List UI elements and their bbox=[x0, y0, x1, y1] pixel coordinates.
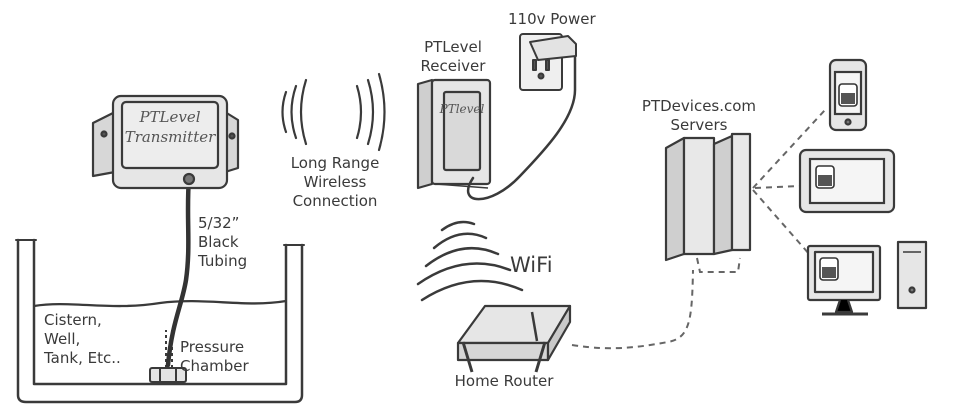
transmitter-label-1: PTLevel bbox=[138, 108, 200, 126]
wifi-label: WiFi bbox=[510, 253, 553, 277]
wireless-waves-icon bbox=[281, 72, 386, 152]
receiver-label-line1: PTLevel bbox=[424, 38, 482, 56]
wifi-waves-icon bbox=[416, 220, 524, 302]
pressure-chamber bbox=[149, 367, 187, 383]
home-router bbox=[456, 304, 572, 373]
ptlevel-receiver bbox=[416, 78, 492, 190]
water-level bbox=[33, 299, 287, 308]
internet-connection bbox=[571, 109, 826, 350]
wireless-label-line3: Connection bbox=[292, 192, 378, 210]
tank-label-line2: Well, bbox=[44, 330, 81, 348]
router-label: Home Router bbox=[454, 372, 554, 390]
transmitter-label-2: Transmitter bbox=[125, 128, 216, 146]
wireless-label-line2: Wireless bbox=[303, 173, 367, 191]
servers-label-line1: PTDevices.com bbox=[641, 97, 757, 115]
tubing-label: 5/32” Black Tubing bbox=[198, 214, 247, 271]
receiver-power-cable bbox=[466, 53, 577, 201]
tablet bbox=[798, 148, 896, 214]
phone-app-icon bbox=[838, 83, 858, 107]
ptlevel-transmitter bbox=[91, 94, 240, 190]
tubing-label-line2: Black bbox=[198, 233, 239, 251]
tubing-label-line1: 5/32” bbox=[198, 214, 240, 232]
servers-label-line2: Servers bbox=[670, 116, 728, 134]
chamber-label: Pressure Chamber bbox=[180, 338, 249, 376]
tank-label-line1: Cistern, bbox=[44, 311, 102, 329]
ptdevices-servers bbox=[664, 132, 752, 262]
wireless-label: Long Range Wireless Connection bbox=[280, 154, 390, 211]
chamber-label-line1: Pressure bbox=[180, 338, 245, 356]
power-outlet bbox=[519, 33, 577, 91]
tank bbox=[15, 238, 305, 404]
tank-label-line3: Tank, Etc.. bbox=[44, 349, 121, 367]
black-tubing bbox=[165, 175, 192, 368]
power-label: 110v Power bbox=[508, 10, 596, 28]
wireless-label-line1: Long Range bbox=[290, 154, 380, 172]
desktop-app-icon bbox=[819, 257, 839, 281]
receiver-label-line2: Receiver bbox=[420, 57, 486, 75]
receiver-label: PTLevel Receiver bbox=[413, 38, 493, 76]
tank-label: Cistern, Well, Tank, Etc.. bbox=[44, 311, 121, 368]
tubing-label-line3: Tubing bbox=[198, 252, 248, 270]
receiver-logo: PTlevel bbox=[439, 102, 485, 116]
servers-label: PTDevices.com Servers bbox=[634, 97, 764, 135]
chamber-label-line2: Chamber bbox=[180, 357, 249, 375]
tablet-app-icon bbox=[815, 165, 835, 189]
